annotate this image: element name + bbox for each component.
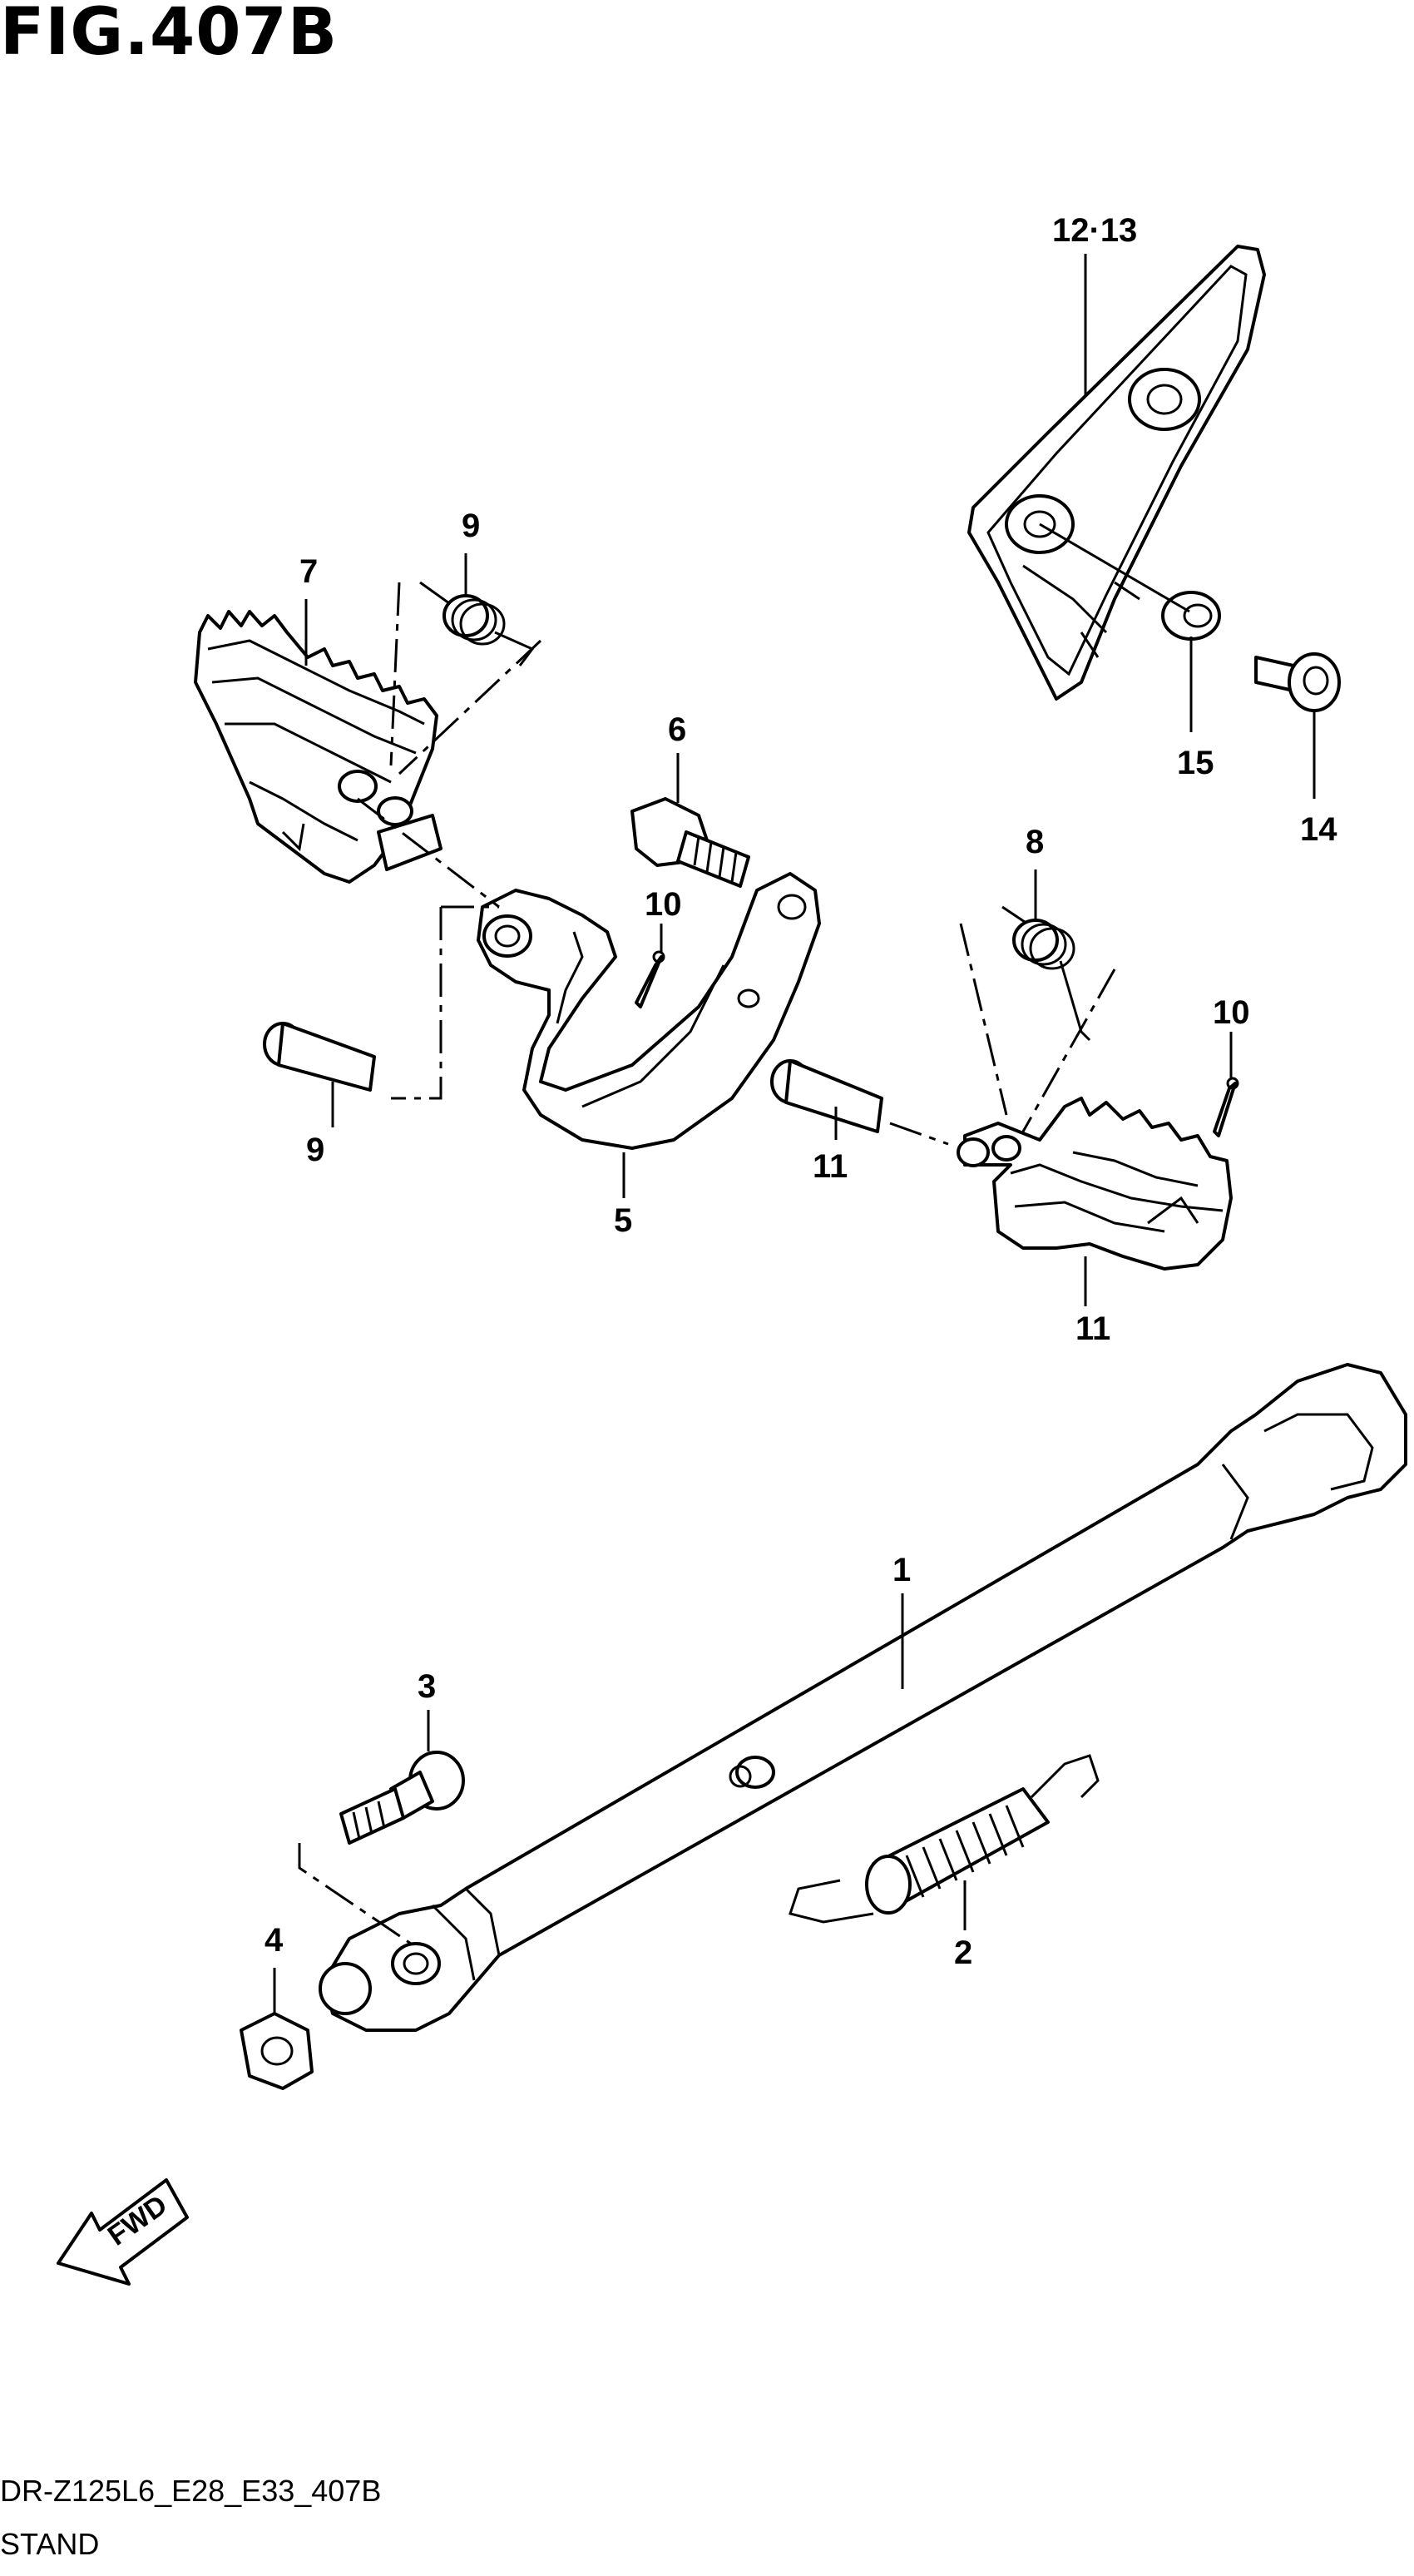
stand-spring-drawing [789, 1754, 1100, 1924]
footrest-bracket-drawing [477, 872, 821, 1150]
callout-12-13: 12·13 [1052, 212, 1137, 249]
callout-10b: 11 [813, 1148, 848, 1185]
callout-8: 11 [1075, 1310, 1110, 1347]
cotter-pin-left-drawing [635, 950, 665, 1008]
model-code: DR-Z125L6_E28_E33_407B [0, 2474, 382, 2508]
callout-5: 5 [614, 1202, 632, 1239]
pin-alignment-right [889, 1122, 949, 1146]
footrest-pin-left-drawing [263, 1022, 376, 1092]
heel-guard-screw-drawing [1254, 652, 1341, 712]
callout-9a: 9 [462, 508, 480, 544]
cotter-pin-right-drawing [1213, 1077, 1239, 1137]
callout-11b: 10 [1213, 994, 1250, 1031]
callout-11a: 10 [645, 886, 682, 923]
callout-9b: 8 [1026, 824, 1044, 860]
section-name: STAND [0, 2527, 100, 2561]
callout-15: 15 [1177, 745, 1214, 781]
right-footrest-drawing [957, 1097, 1233, 1271]
forward-arrow-icon: FWD [57, 2178, 189, 2286]
spring-alignment-right [959, 923, 1116, 1132]
side-stand-drawing [319, 1363, 1407, 2032]
stand-nut-drawing [240, 2012, 314, 2090]
spring-alignment-left [389, 582, 542, 775]
left-footrest-spring-drawing [419, 581, 535, 666]
figure-title: FIG.407B [0, 0, 339, 70]
left-footrest-drawing [194, 610, 442, 884]
stand-bolt-drawing [339, 1751, 465, 1845]
callout-14: 14 [1300, 811, 1337, 848]
heel-guard-cushion-drawing [1161, 591, 1221, 641]
callout-2: 2 [954, 1934, 972, 1971]
footrest-pin-right-drawing [770, 1059, 883, 1133]
heel-guard-drawing [967, 245, 1266, 701]
callout-4: 4 [265, 1922, 284, 1959]
bolt-alignment [298, 1843, 417, 1949]
pin-alignment-left [391, 905, 499, 1100]
bracket-bolt-drawing [630, 797, 750, 888]
callout-1: 1 [892, 1552, 911, 1588]
callout-10a: 9 [306, 1132, 324, 1168]
footrest-alignment-left [357, 797, 500, 909]
callout-6: 6 [668, 711, 686, 748]
callout-7: 7 [299, 553, 318, 590]
right-footrest-spring-drawing [1001, 905, 1091, 1042]
leader-15-guard [1039, 523, 1190, 613]
callout-3: 3 [418, 1668, 436, 1705]
